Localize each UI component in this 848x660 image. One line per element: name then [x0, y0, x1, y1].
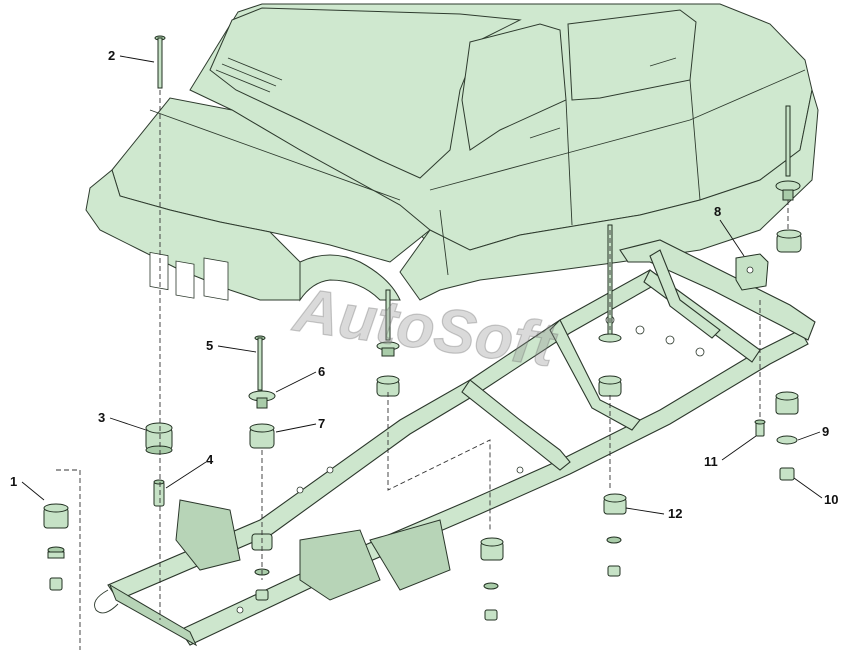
- windshield: [209, 7, 522, 179]
- part-1-mount-cushion: [43, 503, 69, 591]
- frame-rear-brace: [649, 249, 721, 339]
- rail-hole: [665, 335, 675, 345]
- mount-stack-lower-center: [480, 537, 504, 621]
- rail-hole: [635, 325, 645, 335]
- rear-door-window: [567, 9, 697, 101]
- grille-opening-1: [149, 251, 169, 291]
- part-10-nut: [779, 467, 795, 481]
- body-side: [399, 89, 819, 301]
- frame-rail-rear: [619, 239, 816, 341]
- frame-crossmember-center: [461, 379, 571, 471]
- door-seam-rear: [689, 79, 701, 201]
- part-3-cushion: [145, 422, 173, 455]
- part-2-bolt: [154, 35, 166, 89]
- mount-stack-lower-right: [775, 391, 799, 415]
- callout-12: 12: [668, 506, 682, 521]
- frame-front-bracket-2: [299, 529, 381, 601]
- front-door-window: [461, 23, 567, 151]
- callout-2: 2: [108, 48, 115, 63]
- part-6-washer: [248, 390, 276, 409]
- part-7-cushion: [249, 423, 275, 449]
- hood-crease: [149, 109, 401, 201]
- beltline: [429, 69, 806, 191]
- grille-opening-3: [203, 257, 229, 301]
- mount-stack-right: [775, 105, 802, 253]
- mount-stack-center-left: [376, 289, 400, 397]
- callout-9: 9: [822, 424, 829, 439]
- rail-hole: [516, 466, 524, 474]
- frame-front-crossmember: [108, 583, 198, 647]
- front-handle: [529, 127, 561, 139]
- rail-hole: [326, 466, 334, 474]
- callout-11: 11: [704, 454, 718, 469]
- vehicle-body: [85, 3, 819, 302]
- rail-hole: [296, 486, 304, 494]
- rear-handle: [649, 57, 677, 67]
- grille-opening-2: [175, 260, 195, 299]
- door-seam-mid: [565, 99, 573, 226]
- callout-5: 5: [206, 338, 213, 353]
- hood-vents: [215, 57, 283, 93]
- callout-6: 6: [318, 364, 325, 379]
- alignment-lines: [56, 90, 789, 650]
- callout-10: 10: [824, 492, 838, 507]
- callout-1: 1: [10, 474, 17, 489]
- callout-3: 3: [98, 410, 105, 425]
- callouts: 1 2 3 4 5 6 7 8 9 10 11 12: [10, 48, 838, 521]
- part-9-washer: [776, 435, 798, 445]
- frame-front-bracket-3: [369, 519, 451, 591]
- callout-4: 4: [206, 452, 214, 467]
- part-8-bracket: [735, 253, 769, 291]
- tow-hook: [94, 589, 119, 614]
- frame-crossmember-mid: [549, 319, 641, 431]
- part-4-spacer: [153, 479, 165, 507]
- chassis-frame: [94, 239, 816, 647]
- rail-hole: [695, 347, 705, 357]
- rail-hole: [236, 606, 244, 614]
- callout-7: 7: [318, 416, 325, 431]
- door-seam-front: [439, 209, 449, 276]
- frame-front-bracket-1: [175, 499, 241, 571]
- part-11-bolt: [754, 419, 766, 437]
- part-5-bolt: [254, 335, 266, 391]
- part-12-cushion: [603, 493, 627, 577]
- callout-8: 8: [714, 204, 721, 219]
